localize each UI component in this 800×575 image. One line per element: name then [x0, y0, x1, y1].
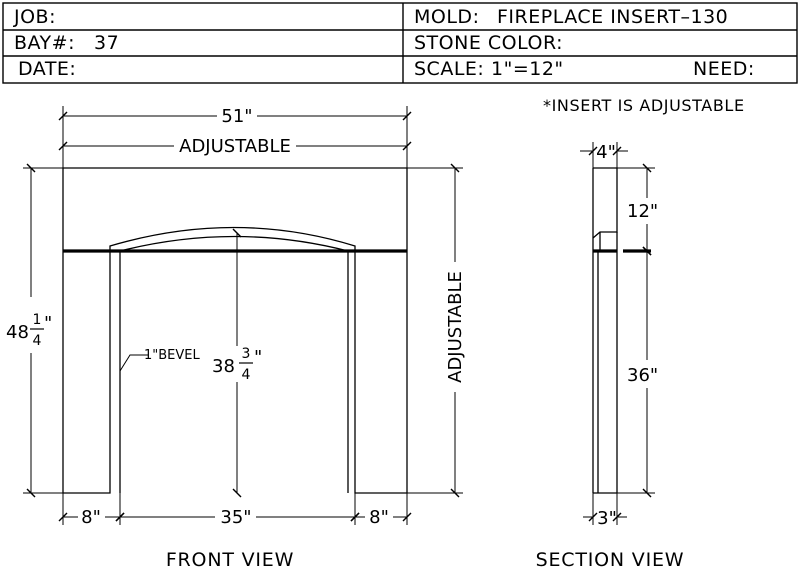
title-block-text: JOB: BAY#: 37 DATE: MOLD: FIREPLACE INSE… [13, 6, 755, 80]
section-view-dimension-text: 4" 12" 36" 3" SECTION VIEW [536, 142, 685, 571]
right-leg-label: 8" [369, 507, 389, 528]
lower-height-label: 36" [627, 365, 658, 386]
section-view-top-outline [592, 167, 618, 239]
height-adjustable-label: ADJUSTABLE [445, 271, 466, 383]
bay-value: 37 [94, 32, 119, 54]
section-view-caption: SECTION VIEW [536, 549, 685, 571]
bottom-depth-label: 3" [597, 508, 617, 529]
title-block-frame [2, 2, 798, 84]
scale-value: 1"=12" [491, 58, 564, 80]
bevel-label: 1"BEVEL [144, 348, 200, 363]
overall-width-label: 51" [221, 106, 252, 127]
opening-height-denominator: 4 [242, 367, 251, 383]
mold-label: MOLD: [414, 6, 479, 28]
job-label: JOB: [13, 6, 56, 28]
overall-height-numerator: 1 [33, 312, 42, 328]
title-block [2, 2, 798, 84]
bevel-leader [119, 354, 148, 372]
left-leg-label: 8" [81, 507, 101, 528]
top-height-label: 12" [627, 201, 658, 222]
opening-height-inch-mark: " [254, 347, 262, 368]
opening-height-numerator: 3 [242, 346, 251, 362]
front-view-outline [62, 167, 408, 494]
mold-value: FIREPLACE INSERT–130 [497, 6, 728, 28]
opening-width-label: 35" [220, 507, 251, 528]
opening-height-whole: 38 [212, 356, 235, 377]
front-view-dimensions [23, 106, 463, 525]
front-view-arch-inner [119, 235, 349, 252]
scale-label: SCALE: [414, 58, 484, 80]
overall-height-inch-mark: " [44, 313, 52, 334]
top-depth-label: 4" [596, 142, 616, 163]
front-view-dimension-text: 51" ADJUSTABLE 48 1 4 " ADJUSTABLE 38 3 … [6, 106, 466, 571]
section-view-dimensions [580, 142, 655, 525]
front-view-caption: FRONT VIEW [166, 549, 294, 571]
stone-color-label: STONE COLOR: [414, 32, 563, 54]
adjustable-note: *INSERT IS ADJUSTABLE [543, 96, 745, 115]
overall-height-denominator: 4 [33, 333, 42, 349]
front-view-arch-outer [109, 226, 356, 251]
date-label: DATE: [18, 58, 76, 80]
bay-label: BAY#: [14, 32, 75, 54]
need-label: NEED: [693, 58, 755, 80]
width-adjustable-label: ADJUSTABLE [179, 136, 291, 157]
section-view [592, 167, 651, 494]
overall-height-whole: 48 [6, 322, 29, 343]
front-view [62, 167, 408, 494]
